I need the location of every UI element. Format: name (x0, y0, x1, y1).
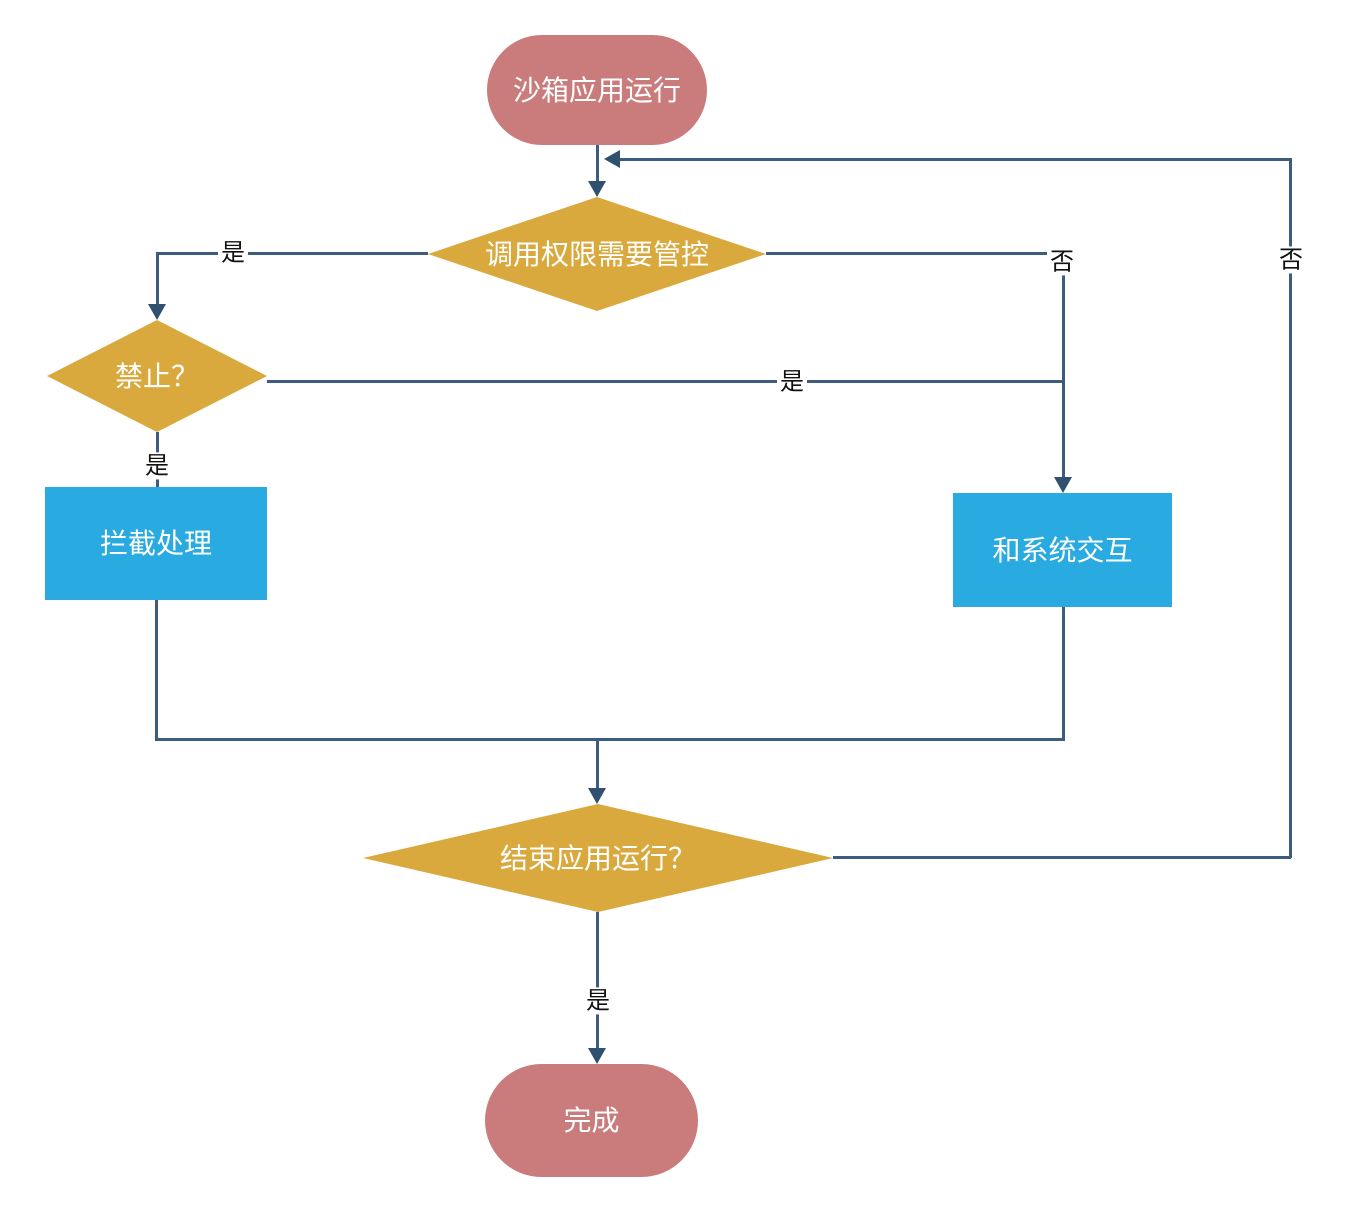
decision-permission-label: 调用权限需要管控 (484, 237, 709, 271)
edge-label-permission-yes: 是 (218, 239, 248, 267)
edge-feedback-top (620, 158, 1292, 161)
arrowhead-into-end-decision-icon (588, 788, 606, 804)
edge-label-forbid-down-yes: 是 (142, 452, 172, 480)
decision-end-app: 结束应用运行？ (363, 804, 833, 912)
process-intercept-label: 拦截处理 (99, 527, 212, 560)
edge-feedback-right (1289, 158, 1292, 858)
edge-label-permission-no: 否 (1047, 248, 1077, 276)
arrowhead-into-permission-decision-icon (588, 181, 606, 197)
process-interact-label: 和系统交互 (992, 533, 1133, 567)
edge-permission-yes-vertical (156, 252, 159, 304)
edge-start-to-permission (596, 145, 599, 182)
edge-label-end-no: 否 (1276, 246, 1306, 274)
edge-merge-horizontal (155, 738, 1065, 741)
edge-label-forbid-right-yes: 是 (777, 368, 807, 396)
edge-interact-down (1062, 607, 1065, 741)
arrowhead-feedback-left-icon (604, 150, 620, 168)
start-terminal-node: 沙箱应用运行 (487, 35, 707, 145)
done-terminal-node: 完成 (485, 1064, 698, 1177)
process-intercept: 拦截处理 (45, 487, 267, 600)
arrowhead-into-done-icon (588, 1048, 606, 1064)
edge-forbid-to-interact (267, 380, 1064, 383)
process-interact-system: 和系统交互 (953, 493, 1172, 607)
decision-permission-control: 调用权限需要管控 (428, 197, 766, 311)
edge-merge-to-end-decision (596, 738, 599, 788)
start-node-label: 沙箱应用运行 (512, 73, 681, 107)
decision-forbid-label: 禁止？ (114, 359, 199, 393)
edge-permission-no-vertical (1062, 252, 1065, 478)
edge-end-decision-to-done (596, 912, 599, 1048)
edge-permission-no-horizontal (766, 252, 1064, 255)
done-node-label: 完成 (563, 1104, 620, 1137)
edge-feedback-bottom (833, 856, 1291, 859)
decision-end-label: 结束应用运行？ (499, 841, 696, 875)
arrowhead-into-interact-box-icon (1054, 477, 1072, 493)
decision-forbid: 禁止？ (47, 320, 267, 432)
edge-permission-yes-horizontal (157, 252, 428, 255)
arrowhead-into-forbid-decision-icon (148, 304, 166, 320)
edge-intercept-down (155, 600, 158, 741)
edge-label-end-yes: 是 (583, 987, 613, 1015)
